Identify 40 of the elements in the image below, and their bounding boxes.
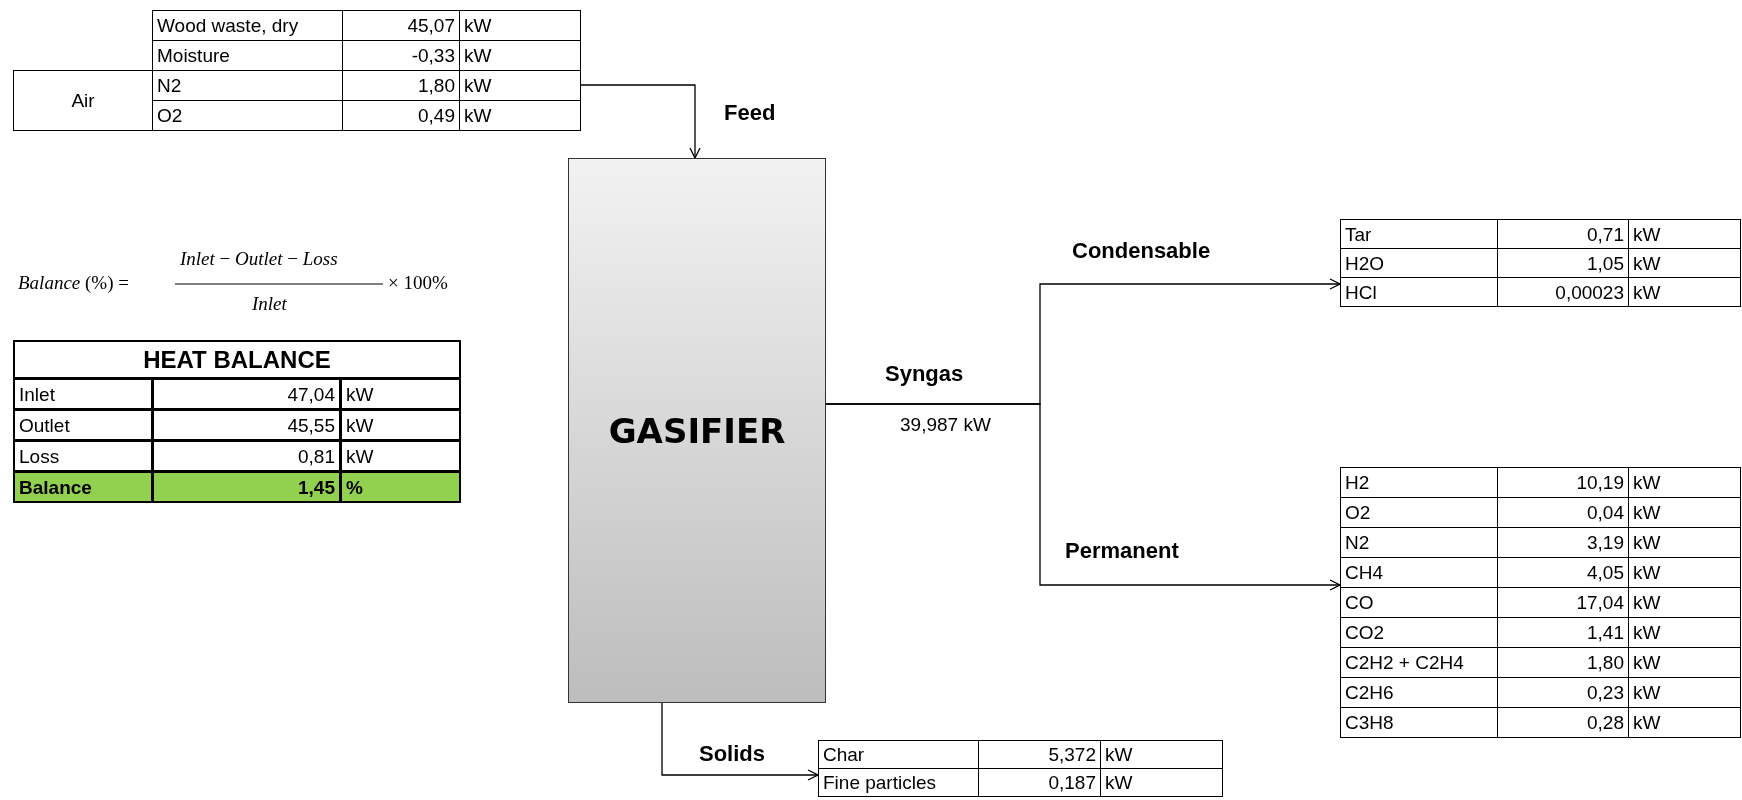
formula-text: Inlet xyxy=(252,293,287,315)
unit-label: kW xyxy=(459,100,581,131)
unit-label: kW xyxy=(1628,707,1741,738)
component-label: Balance xyxy=(13,471,153,503)
value-label: 47,04 xyxy=(152,378,341,410)
vessel-label: GASIFIER xyxy=(608,410,786,451)
unit-label: kW xyxy=(459,10,581,41)
component-label: Tar xyxy=(1340,219,1498,249)
flow-arrow xyxy=(661,702,819,781)
formula-text: Inlet − Outlet − Loss xyxy=(180,248,338,270)
flow-arrow xyxy=(579,84,701,159)
unit-label: kW xyxy=(340,409,461,441)
value-label: 39,987 kW xyxy=(900,414,991,436)
component-label: Loss xyxy=(13,440,153,472)
value-label: 1,45 xyxy=(152,471,341,503)
component-label: C3H8 xyxy=(1340,707,1498,738)
unit-label: kW xyxy=(1628,219,1741,249)
component-label: Wood waste, dry xyxy=(152,10,343,41)
flow-arrow xyxy=(825,403,1341,591)
unit-label: kW xyxy=(340,378,461,410)
stream-label: Syngas xyxy=(885,361,964,387)
unit-label: kW xyxy=(1100,740,1223,769)
formula-text: Balance (%) = xyxy=(18,272,129,294)
unit-label: % xyxy=(340,471,461,503)
stream-label: Air xyxy=(13,70,153,131)
value-label: 0,81 xyxy=(152,440,341,472)
value-label: 45,55 xyxy=(152,409,341,441)
component-label: HCl xyxy=(1340,277,1498,307)
component-label: H2 xyxy=(1340,467,1498,498)
table-title: HEAT BALANCE xyxy=(13,340,461,379)
formula-text: × 100% xyxy=(388,272,448,294)
component-label: Inlet xyxy=(13,378,153,410)
component-label: Fine particles xyxy=(818,768,979,797)
unit-label: kW xyxy=(1628,277,1741,307)
gasifier-vessel xyxy=(568,158,826,703)
component-label: Char xyxy=(818,740,979,769)
unit-label: kW xyxy=(1628,467,1741,498)
unit-label: kW xyxy=(1100,768,1223,797)
unit-label: kW xyxy=(340,440,461,472)
component-label: Outlet xyxy=(13,409,153,441)
